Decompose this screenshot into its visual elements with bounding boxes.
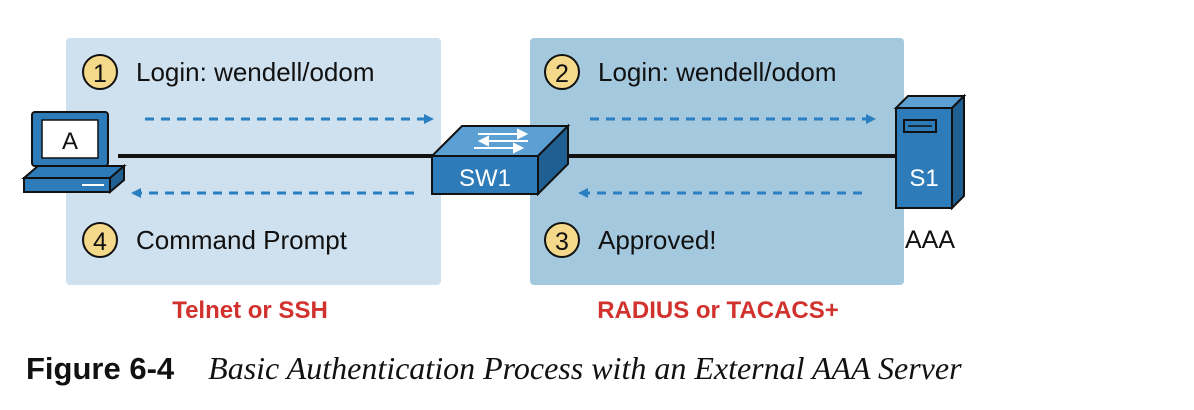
- step-3-text: Approved!: [598, 225, 717, 255]
- step-2-number: 2: [555, 60, 569, 88]
- server-icon: S1 AAA: [893, 93, 967, 254]
- step-2-text: Login: wendell/odom: [598, 57, 837, 87]
- switch-front: [431, 155, 539, 195]
- left-zone: [66, 38, 441, 285]
- step-2-badge: [544, 54, 580, 90]
- pc-label: A: [62, 128, 78, 155]
- server-side: [951, 93, 965, 211]
- figure-caption: Figure 6-4 Basic Authentication Process …: [26, 350, 962, 400]
- step-4-number: 4: [93, 228, 107, 256]
- right-protocol-label: RADIUS or TACACS+: [597, 297, 839, 324]
- switch-label: SW1: [459, 165, 511, 192]
- network-diagram: 1 Login: wendell/odom 2 Login: wendell/o…: [21, 38, 967, 324]
- step-2: 2 Login: wendell/odom: [544, 54, 837, 90]
- step-1-badge: [82, 54, 118, 90]
- step-4-text: Command Prompt: [136, 225, 348, 255]
- pc-icon: A: [21, 111, 127, 195]
- step-3-badge: [544, 222, 580, 258]
- right-zone: [530, 38, 904, 285]
- pc-base-side: [109, 163, 125, 195]
- step-3: 3 Approved!: [544, 222, 717, 258]
- step-1-text: Login: wendell/odom: [136, 57, 375, 87]
- step-1-number: 1: [93, 60, 107, 88]
- pc-base: [21, 165, 127, 179]
- server-label: S1: [909, 165, 938, 192]
- figure-title: Basic Authentication Process with an Ext…: [208, 350, 962, 386]
- switch-side: [537, 123, 569, 197]
- step-4-badge: [82, 222, 118, 258]
- pc-screen: [41, 119, 99, 159]
- step-3-number: 3: [555, 228, 569, 256]
- step-4: 4 Command Prompt: [82, 222, 348, 258]
- left-protocol-label: Telnet or SSH: [172, 297, 328, 324]
- step-1: 1 Login: wendell/odom: [82, 54, 375, 90]
- server-role-label: AAA: [905, 226, 955, 254]
- figure-number: Figure 6-4: [26, 351, 175, 386]
- switch-icon: SW1: [429, 123, 571, 197]
- switch-arrows-icon: [474, 128, 529, 154]
